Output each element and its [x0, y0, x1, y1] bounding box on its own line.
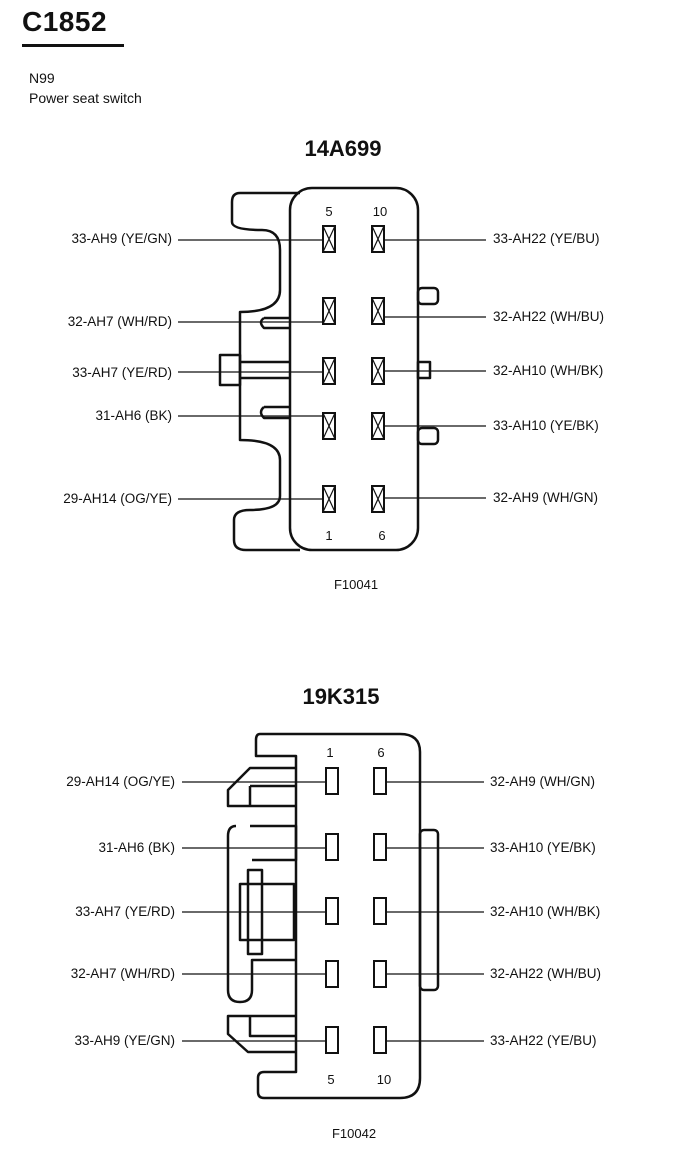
bottom-lower-wedge: [226, 1014, 296, 1054]
bottom-upper-wedge-inner: [248, 784, 296, 806]
top-left-wire-2: 32-AH7 (WH/RD): [67, 314, 172, 329]
bottom-connector-body: [254, 732, 422, 1100]
top-latch-shell: [230, 191, 300, 552]
bottom-latch-arm: [226, 824, 298, 1004]
bottom-right-wire-4: 32-AH22 (WH/BU): [490, 966, 602, 981]
top-right-nub-1: [416, 286, 440, 306]
top-right-wire-2: 32-AH22 (WH/BU): [493, 309, 605, 324]
top-left-wire-3: 33-AH7 (YE/RD): [72, 365, 172, 380]
top-pin-number-6: 6: [378, 528, 385, 543]
bottom-pin-cavities: [325, 767, 387, 1054]
bottom-lower-wedge-inner: [248, 1016, 296, 1038]
bottom-pin-number-10: 10: [377, 1072, 391, 1087]
top-right-nub-2: [416, 360, 432, 380]
top-pin-number-1: 1: [325, 528, 332, 543]
bottom-leader-lines: [182, 781, 484, 1042]
top-side-guide: [240, 360, 290, 380]
bottom-right-wire-2: 33-AH10 (YE/BK): [490, 840, 596, 855]
title-underline: [22, 44, 124, 47]
bottom-left-wire-1: 29-AH14 (OG/YE): [66, 774, 175, 789]
top-figure-id: F10041: [333, 577, 379, 592]
top-right-wire-1: 33-AH22 (YE/BU): [493, 231, 600, 246]
top-side-tab: [218, 353, 242, 387]
bottom-right-wire-3: 32-AH10 (WH/BK): [490, 904, 601, 919]
top-left-wire-5: 29-AH14 (OG/YE): [63, 491, 172, 506]
bottom-left-wire-5: 33-AH9 (YE/GN): [74, 1033, 175, 1048]
top-right-wire-3: 32-AH10 (WH/BK): [493, 363, 604, 378]
top-lock-tab-lower: [259, 405, 290, 420]
bottom-pin-number-6: 6: [377, 745, 384, 760]
bottom-right-rail: [418, 828, 440, 992]
component-name: Power seat switch: [29, 90, 142, 106]
top-connector-body: [288, 186, 420, 552]
connector-title: C1852: [22, 6, 108, 37]
bottom-pin-number-5: 5: [327, 1072, 334, 1087]
top-leader-lines: [178, 239, 486, 500]
bottom-right-wire-1: 32-AH9 (WH/GN): [490, 774, 596, 789]
top-pin-number-10: 10: [373, 204, 387, 219]
top-pin-crosses: [322, 225, 385, 513]
top-right-wire-4: 33-AH10 (YE/BK): [493, 418, 599, 433]
bottom-pin-number-1: 1: [326, 745, 333, 760]
bottom-left-wire-3: 33-AH7 (YE/RD): [75, 904, 175, 919]
bottom-figure-id: F10042: [331, 1126, 377, 1141]
top-pin-cavities: [322, 225, 385, 513]
component-code: N99: [29, 70, 55, 86]
bottom-right-wire-5: 33-AH22 (YE/BU): [490, 1033, 597, 1048]
top-connector-part-number: 14A699: [304, 136, 382, 161]
top-left-wire-4: 31-AH6 (BK): [95, 408, 172, 423]
top-lock-tab-upper: [259, 316, 290, 330]
bottom-connector-part-number: 19K315: [302, 684, 380, 709]
bottom-left-wire-2: 31-AH6 (BK): [98, 840, 175, 855]
top-left-wire-1: 33-AH9 (YE/GN): [71, 231, 172, 246]
top-pin-number-5: 5: [325, 204, 332, 219]
top-right-wire-5: 32-AH9 (WH/GN): [493, 490, 599, 505]
bottom-left-wire-4: 32-AH7 (WH/RD): [70, 966, 175, 981]
top-right-nub-3: [416, 426, 440, 446]
